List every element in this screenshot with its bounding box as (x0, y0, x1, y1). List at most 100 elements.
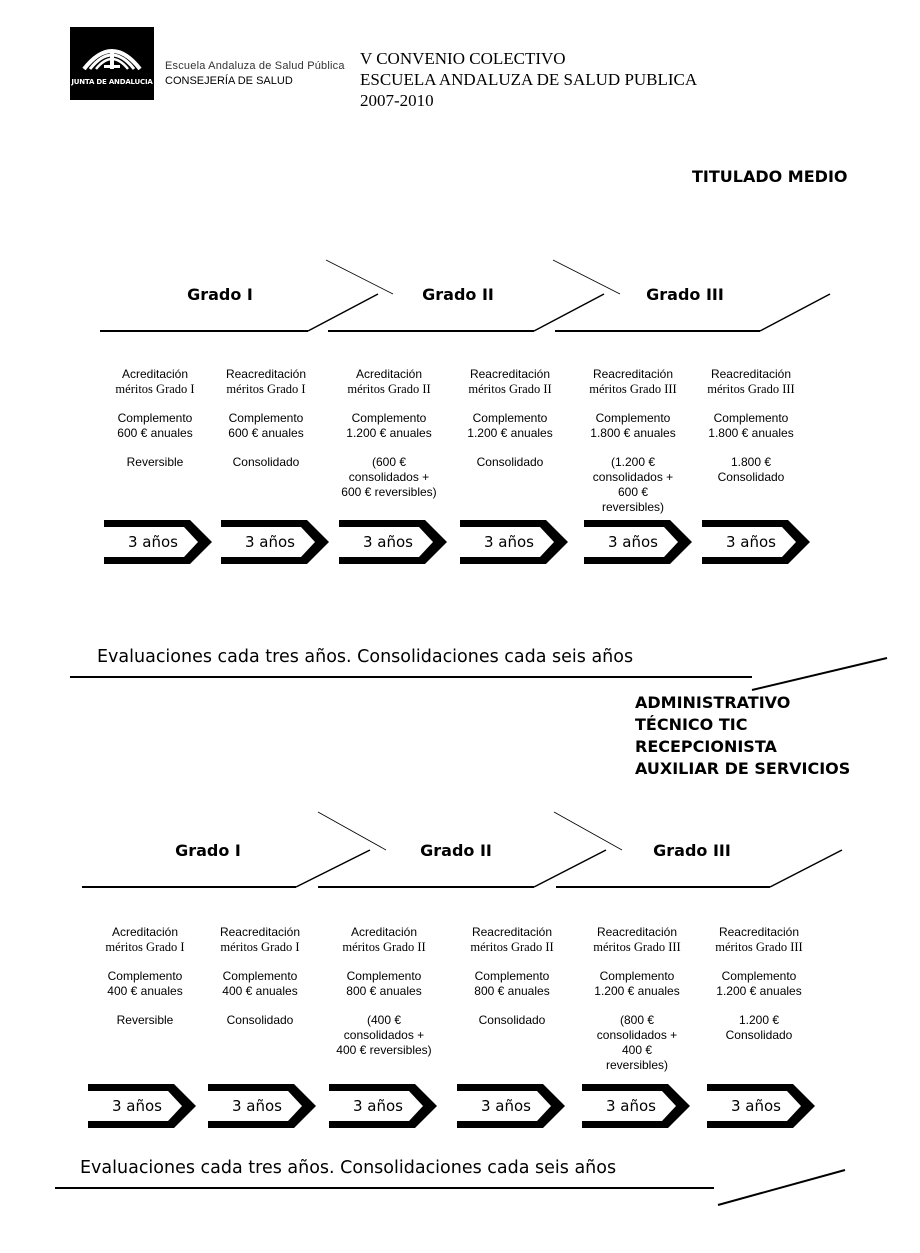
section1-grado-2: Grado II (422, 285, 494, 304)
section2-title-line-2: TÉCNICO TIC (635, 715, 748, 734)
complement-label: Complemento (474, 969, 550, 983)
doc-title-line-2: ESCUELA ANDALUZA DE SALUD PUBLICA (360, 70, 698, 89)
arrow-shape-icon (584, 520, 692, 564)
arrow-shape-icon (104, 520, 212, 564)
section2-period-arrow-6: 3 años (707, 1084, 815, 1128)
section1-period-arrow-3: 3 años (339, 520, 447, 564)
section2-grado-1: Grado I (175, 841, 241, 860)
complement-amount: 800 € anuales (474, 984, 550, 998)
column-heading-line-2: méritos Grado III (593, 940, 681, 954)
complement-label: Complemento (721, 969, 797, 983)
status-line: (1.200 € (610, 455, 656, 469)
arrow-shape-icon (457, 1084, 565, 1128)
arrow-label: 3 años (483, 533, 534, 551)
section2-period-arrow-1: 3 años (88, 1084, 196, 1128)
arrow-label: 3 años (480, 1097, 531, 1115)
section1-period-arrow-1: 3 años (104, 520, 212, 564)
arrow-label: 3 años (127, 533, 178, 551)
arrow-label: 3 años (231, 1097, 282, 1115)
arrow-shape-icon (329, 1084, 437, 1128)
section2-period-arrow-4: 3 años (457, 1084, 565, 1128)
section2-period-arrow-5: 3 años (582, 1084, 690, 1128)
status-line: 600 € (617, 485, 649, 499)
org-line-2: CONSEJERÍA DE SALUD (165, 75, 293, 87)
section2-grado-2: Grado II (420, 841, 492, 860)
arrow-label: 3 años (111, 1097, 162, 1115)
status-line: 1.800 € (730, 455, 772, 469)
section2-period-arrow-2: 3 años (208, 1084, 316, 1128)
column-heading-line-2: méritos Grado I (105, 940, 185, 954)
column-heading-line-1: Reacreditación (718, 925, 800, 939)
section1-period-arrow-4: 3 años (460, 520, 568, 564)
status-line: consolidados + (592, 470, 674, 484)
section1-period-arrow-5: 3 años (584, 520, 692, 564)
status-line: 400 € reversibles) (336, 1043, 432, 1057)
column-heading-line-1: Reacreditación (469, 367, 551, 381)
arrow-label: 3 años (730, 1097, 781, 1115)
complement-amount: 800 € anuales (346, 984, 422, 998)
complement-amount: 1.200 € anuales (716, 984, 802, 998)
status-line: reversibles) (605, 1058, 668, 1072)
column-heading-line-1: Reacreditación (225, 367, 307, 381)
doc-title-line-3: 2007-2010 (360, 91, 434, 110)
section2-title: ADMINISTRATIVO TÉCNICO TIC RECEPCIONISTA… (635, 692, 850, 780)
column-heading-line-2: méritos Grado II (342, 940, 426, 954)
column-heading-line-1: Reacreditación (471, 925, 553, 939)
complement-label: Complemento (228, 411, 304, 425)
complement-label: Complemento (713, 411, 789, 425)
section1-grado-1: Grado I (187, 285, 253, 304)
section2-footer: Evaluaciones cada tres años. Consolidaci… (80, 1158, 617, 1178)
status-line: Consolidado (476, 455, 544, 469)
complement-amount: 1.200 € anuales (467, 426, 553, 440)
complement-label: Complemento (351, 411, 427, 425)
section2-title-line-3: RECEPCIONISTA (635, 737, 777, 756)
status-line: 1.200 € (738, 1013, 780, 1027)
complement-label: Complemento (117, 411, 193, 425)
section1-grado-3: Grado III (646, 285, 724, 304)
complement-label: Complemento (599, 969, 675, 983)
complement-amount: 1.200 € anuales (346, 426, 432, 440)
column-heading-line-2: méritos Grado III (707, 382, 795, 396)
section2-title-line-1: ADMINISTRATIVO (635, 693, 791, 712)
column-heading-line-1: Acreditación (121, 367, 189, 381)
arrow-label: 3 años (362, 533, 413, 551)
column-heading-line-2: méritos Grado I (220, 940, 300, 954)
arrow-shape-icon (208, 1084, 316, 1128)
column-heading-line-2: méritos Grado I (226, 382, 306, 396)
section1-title-line: TITULADO MEDIO (692, 167, 848, 186)
status-line: reversibles) (601, 500, 664, 514)
arrow-shape-icon (702, 520, 810, 564)
section1-title: TITULADO MEDIO (692, 166, 848, 188)
complement-label: Complemento (346, 969, 422, 983)
arrow-shape-icon (339, 520, 447, 564)
column-heading-line-1: Acreditación (350, 925, 418, 939)
status-line: Consolidado (232, 455, 300, 469)
complement-amount: 1.200 € anuales (594, 984, 680, 998)
complement-label: Complemento (222, 969, 298, 983)
status-line: Consolidado (725, 1028, 793, 1042)
arrow-shape-icon (221, 520, 329, 564)
status-line: Reversible (116, 1013, 174, 1027)
document-header: V CONVENIO COLECTIVO ESCUELA ANDALUZA DE… (360, 48, 697, 111)
complement-amount: 1.800 € anuales (708, 426, 794, 440)
arrow-label: 3 años (725, 533, 776, 551)
column-heading-line-2: méritos Grado III (715, 940, 803, 954)
status-line: 600 € reversibles) (341, 485, 437, 499)
column-heading-line-2: méritos Grado III (589, 382, 677, 396)
section2-period-arrow-3: 3 años (329, 1084, 437, 1128)
complement-amount: 600 € anuales (117, 426, 193, 440)
doc-title-line-1: V CONVENIO COLECTIVO (360, 49, 566, 68)
arrow-label: 3 años (244, 533, 295, 551)
column-heading-line-1: Reacreditación (710, 367, 792, 381)
column-heading-line-1: Reacreditación (596, 925, 678, 939)
section1-period-arrow-2: 3 años (221, 520, 329, 564)
